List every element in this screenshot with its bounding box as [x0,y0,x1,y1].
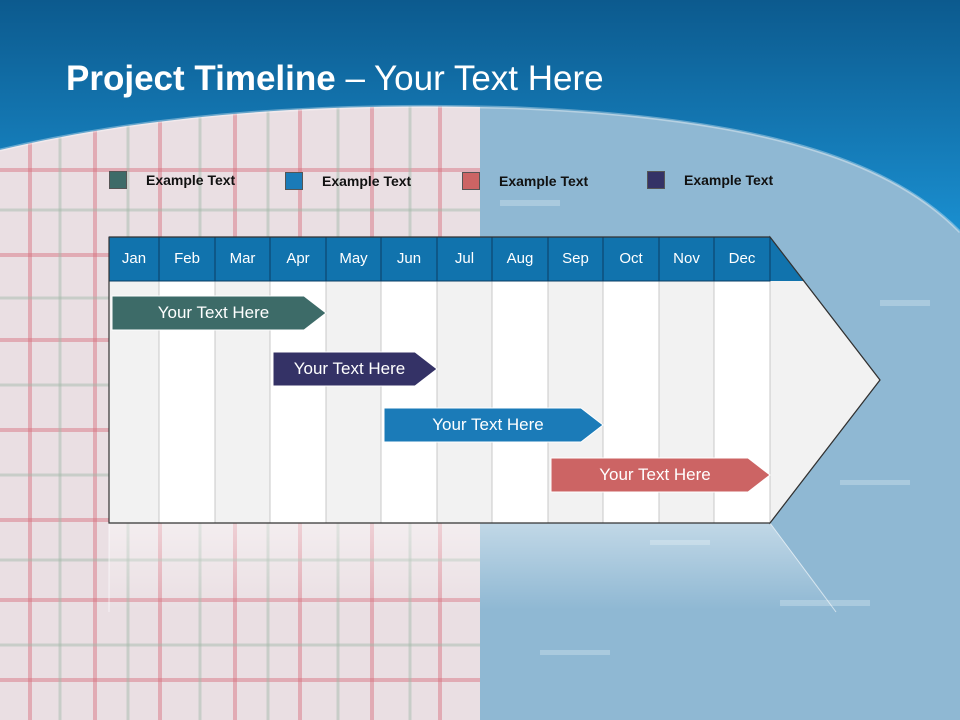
month-label: Aug [506,250,534,267]
month-header-cell [436,236,493,282]
legend-swatch [285,172,303,190]
month-label: Jan [121,250,147,267]
month-label: Apr [286,250,310,267]
month-label: May [339,250,368,267]
task-bar-label: Your Text Here [432,415,544,434]
task-bar [383,407,604,443]
month-header-cell [269,236,327,282]
month-label: Jun [396,250,422,267]
month-label: Feb [174,250,200,267]
month-label: Dec [728,250,756,267]
month-label: Oct [619,250,643,267]
month-label: Nov [673,250,700,267]
legend-label: Example Text [322,173,412,189]
page-title: Project Timeline – Your Text Here [66,58,604,100]
legend-label: Example Text [499,173,589,189]
legend-swatch [462,172,480,190]
month-header-cell [214,236,271,282]
task-bar [550,457,771,493]
month-column [380,280,438,524]
task-bar [111,295,327,331]
task-bar-label: Your Text Here [599,465,711,484]
task-bar-label: Your Text Here [293,359,406,378]
month-column [325,280,382,524]
month-column [436,280,493,524]
legend-label: Example Text [146,172,236,188]
month-label: Mar [229,250,256,267]
month-header-cell [325,236,382,282]
title-rest: – Your Text Here [335,59,604,98]
legend-swatch [647,171,665,189]
legend-swatch [109,171,127,189]
month-header-cell [658,236,715,282]
month-header-cell [158,236,216,282]
legend-label: Example Text [684,172,774,188]
timeline-chart [108,235,881,613]
month-header-cell [602,236,660,282]
month-column [491,280,549,524]
task-bar [272,351,438,387]
title-bold: Project Timeline [66,59,336,98]
task-bar-label: Your Text Here [157,303,270,322]
month-label: Sep [562,250,589,267]
month-label: Jul [454,250,475,267]
month-header-cell [713,236,771,282]
